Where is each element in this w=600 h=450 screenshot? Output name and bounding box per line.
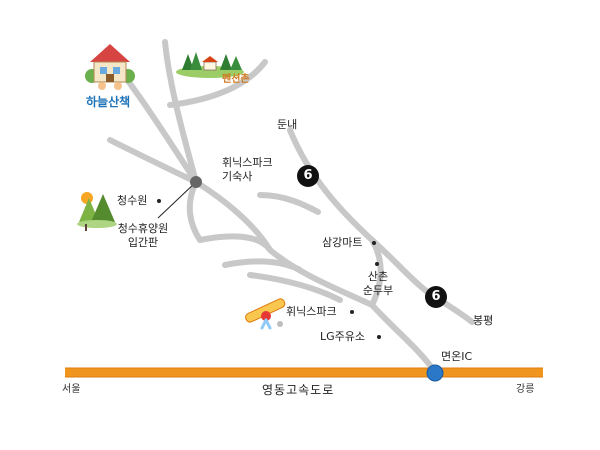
samgang-mart-label: 삼강마트 bbox=[322, 236, 363, 249]
road-segment bbox=[369, 302, 438, 375]
seoul-label: 서울 bbox=[62, 384, 81, 395]
cheongsuwon-label: 청수원 bbox=[117, 194, 148, 207]
cheongsuwon-dot bbox=[157, 199, 161, 203]
junction-marker bbox=[190, 176, 202, 188]
road-segment bbox=[162, 39, 199, 185]
lg-gas-station-dot bbox=[377, 335, 381, 339]
expressway-label: 영동고속도로 bbox=[262, 383, 335, 397]
road-segment bbox=[369, 237, 384, 308]
entrance-pointer-line bbox=[157, 181, 197, 219]
samgang-mart-dot bbox=[372, 241, 376, 245]
ic-marker bbox=[426, 364, 444, 382]
pension-label: 펜션촌 bbox=[222, 74, 250, 85]
phoenix-park-dot bbox=[350, 310, 354, 314]
sanchon-label-line2: 순두부 bbox=[362, 284, 394, 297]
lg-gas-station-label: LG주유소 bbox=[320, 330, 366, 343]
house-icon bbox=[85, 44, 135, 90]
myeonon-ic-label: 면온IC bbox=[441, 350, 473, 363]
entrance-sign-label-line1: 청수휴양원 bbox=[117, 222, 169, 235]
road-segment bbox=[117, 67, 199, 185]
road-segment bbox=[247, 272, 343, 303]
phoenix-park-label: 휘닉스파크 bbox=[286, 305, 337, 318]
gangneung-label: 강릉 bbox=[516, 384, 535, 395]
road-segment bbox=[287, 127, 475, 325]
forest-icon bbox=[77, 192, 117, 231]
village-icon bbox=[176, 52, 244, 78]
snowboard-icon bbox=[245, 298, 286, 330]
dormitory-label-line1: 휘닉스파크 bbox=[222, 156, 273, 169]
bongpyeong-label: 봉평 bbox=[473, 314, 494, 327]
road-segment bbox=[167, 59, 268, 108]
road-segment bbox=[107, 137, 199, 185]
sanchon-label-line1: 산촌 bbox=[367, 270, 389, 283]
sanchon-dot bbox=[375, 262, 379, 266]
entrance-sign-label-line2: 입간판 bbox=[127, 236, 159, 249]
road-segment bbox=[257, 192, 321, 215]
expressway bbox=[65, 368, 543, 377]
haneul-label: 하늘산책 bbox=[86, 95, 131, 109]
road-segment bbox=[222, 258, 303, 273]
road-segment bbox=[186, 179, 203, 243]
route-6-badge: 6 bbox=[425, 286, 447, 308]
dormitory-label-line2: 기숙사 bbox=[222, 170, 253, 183]
dunnae-label: 둔내 bbox=[277, 118, 298, 131]
route-6-badge: 6 bbox=[297, 165, 319, 187]
road-segment bbox=[197, 233, 273, 253]
